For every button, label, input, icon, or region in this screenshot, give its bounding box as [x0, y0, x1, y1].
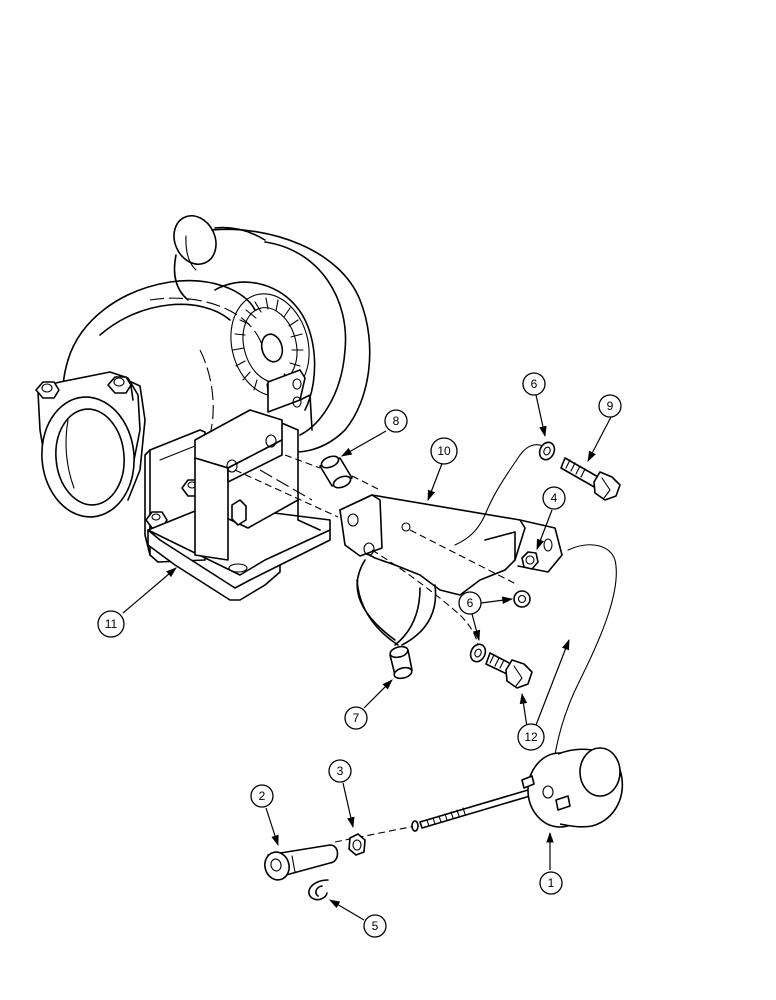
callout-11: 11 — [97, 610, 125, 638]
turbine-inlet-flange — [37, 371, 146, 518]
wastegate-bracket — [339, 494, 563, 596]
turbocharger-assembly — [35, 215, 371, 601]
leader-11 — [122, 567, 177, 614]
spacer-alignment-curves — [356, 559, 437, 646]
callout-3: 3 — [328, 759, 352, 783]
callout-4: 4 — [542, 486, 566, 510]
bolt-part-9 — [560, 457, 621, 501]
leader-8 — [341, 430, 387, 457]
callout-label-5: 5 — [372, 919, 379, 933]
leader-12a — [519, 692, 528, 728]
block-stud — [231, 499, 247, 526]
flange-bolt-right — [107, 376, 134, 401]
leader-7 — [363, 679, 393, 709]
callout-label-12: 12 — [524, 730, 538, 744]
callout-12: 12 — [517, 723, 545, 751]
nut-part-4 — [521, 551, 539, 570]
leader-12b — [535, 638, 570, 726]
flange-bolt-left — [35, 381, 60, 399]
leader-10 — [427, 460, 444, 502]
leader-lines — [122, 394, 612, 921]
callout-8: 8 — [384, 409, 408, 433]
callout-label-2: 2 — [259, 789, 266, 803]
callout-label-10: 10 — [437, 444, 451, 458]
clevis-pin-part-2 — [264, 844, 339, 881]
callout-label-4: 4 — [551, 491, 558, 505]
sleeve-part-8 — [319, 455, 353, 489]
leader-6b — [480, 596, 514, 604]
callout-label-7: 7 — [353, 711, 360, 725]
retaining-clip-part-5 — [308, 879, 329, 901]
callout-7: 7 — [344, 706, 368, 730]
callout-label-8: 8 — [393, 414, 400, 428]
callout-label-3: 3 — [337, 764, 344, 778]
callout-label-9: 9 — [607, 399, 614, 413]
callout-label-11: 11 — [105, 617, 118, 631]
callout-6b: 6 — [458, 591, 482, 615]
wastegate-actuator-part-1 — [411, 747, 624, 832]
turbine-housing — [35, 279, 263, 518]
callout-9: 9 — [598, 394, 622, 418]
callout-label-6b: 6 — [467, 596, 474, 610]
leader-5 — [329, 899, 365, 921]
compressor-wheel — [230, 293, 310, 397]
callout-2: 2 — [250, 784, 274, 808]
leader-3 — [342, 782, 355, 829]
leader-6b-lower — [471, 613, 481, 642]
leader-4 — [536, 509, 553, 551]
callout-6a: 6 — [522, 372, 546, 396]
spacer-part-7 — [389, 645, 413, 680]
callout-10: 10 — [430, 437, 458, 465]
callout-5: 5 — [363, 914, 387, 938]
washer-part-6-lower — [469, 643, 487, 663]
nut-part-3 — [348, 833, 366, 856]
callout-1: 1 — [539, 871, 563, 895]
leader-2 — [265, 807, 279, 847]
bolt-part-12 — [485, 652, 533, 689]
washer-part-6-middle — [513, 590, 531, 608]
washer-part-6-upper — [538, 441, 556, 461]
leader-9 — [587, 416, 612, 462]
compressor-housing — [211, 228, 371, 453]
leader-6a — [535, 394, 547, 438]
callout-label-6a: 6 — [531, 377, 538, 391]
callout-label-1: 1 — [548, 876, 555, 890]
compressor-outlet — [173, 215, 266, 301]
alignment-lines — [234, 444, 617, 843]
